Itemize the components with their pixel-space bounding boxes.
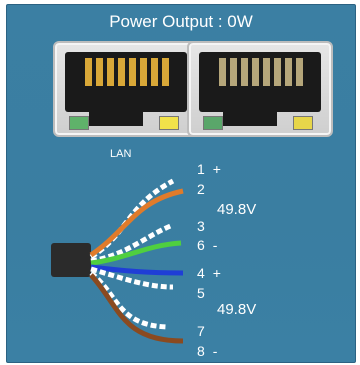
pin-6-sign: - <box>212 237 218 253</box>
pin-2-number: 2 <box>197 181 205 197</box>
lan-port-pins <box>85 58 171 86</box>
second-port-pins <box>219 58 305 86</box>
pin-4-sign: + <box>212 265 221 281</box>
pin-4-number: 4 <box>197 265 205 281</box>
ethernet-wire-diagram <box>51 178 184 344</box>
pin-6-number: 6 <box>197 237 205 253</box>
pair-1-2-voltage: 49.8V <box>217 201 257 218</box>
cable-jacket <box>51 243 91 277</box>
pin-1-sign: + <box>212 161 221 177</box>
pair-4-5-voltage: 49.8V <box>217 301 257 318</box>
second-activity-led <box>293 116 313 130</box>
pin-8-number: 8 <box>197 343 205 359</box>
lan-link-led <box>69 116 89 130</box>
lan-label: LAN <box>110 148 132 160</box>
pin-5-number: 5 <box>197 285 205 301</box>
second-port <box>187 41 333 137</box>
pin-8-sign: - <box>212 343 218 359</box>
pin-3-number: 3 <box>197 218 205 234</box>
second-link-led <box>203 116 223 130</box>
poe-status-panel: Power Output : 0W LAN <box>6 4 356 363</box>
pin-7-number: 7 <box>197 323 205 339</box>
pin-1-number: 1 <box>197 161 205 177</box>
lan-activity-led <box>159 116 179 130</box>
power-output-title: Power Output : 0W <box>109 12 253 31</box>
